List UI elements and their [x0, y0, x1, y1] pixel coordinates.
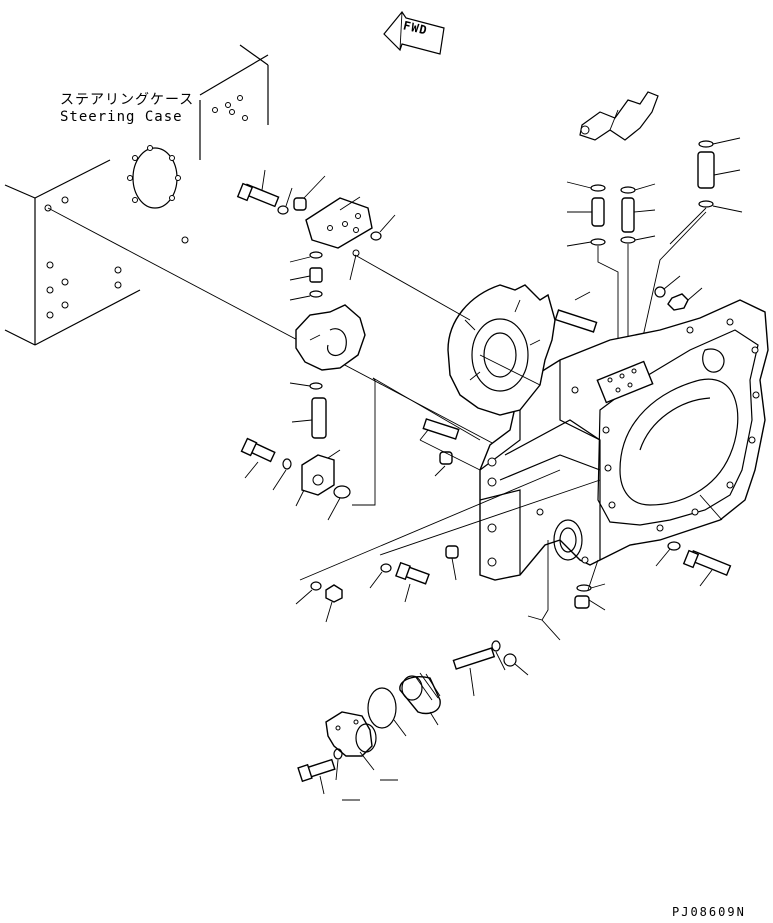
bolt-washer-left: [240, 437, 292, 491]
bolts-top: [236, 169, 326, 215]
transmission-case: [479, 299, 769, 581]
pump-gear: [447, 284, 556, 416]
lower-bolts: [295, 469, 601, 623]
long-tube: [419, 418, 460, 477]
idler-gear-block: [295, 196, 396, 371]
control-valve: [579, 91, 659, 141]
right-bolts: [574, 541, 732, 611]
filter-assembly: [297, 540, 561, 801]
drawing-number: PJ08609N: [672, 905, 746, 919]
shaft-stack: [289, 251, 341, 507]
steering-case-label-en: Steering Case: [60, 109, 183, 125]
leader-lines: [354, 254, 541, 471]
steering-case: [4, 44, 269, 346]
fwd-arrow-icon: [383, 10, 445, 55]
stud-and-nut: [554, 275, 703, 333]
valve-tubes: [566, 137, 743, 351]
gasket-bracket: [327, 377, 481, 521]
steering-case-label-jp: ステアリングケース: [60, 92, 195, 108]
